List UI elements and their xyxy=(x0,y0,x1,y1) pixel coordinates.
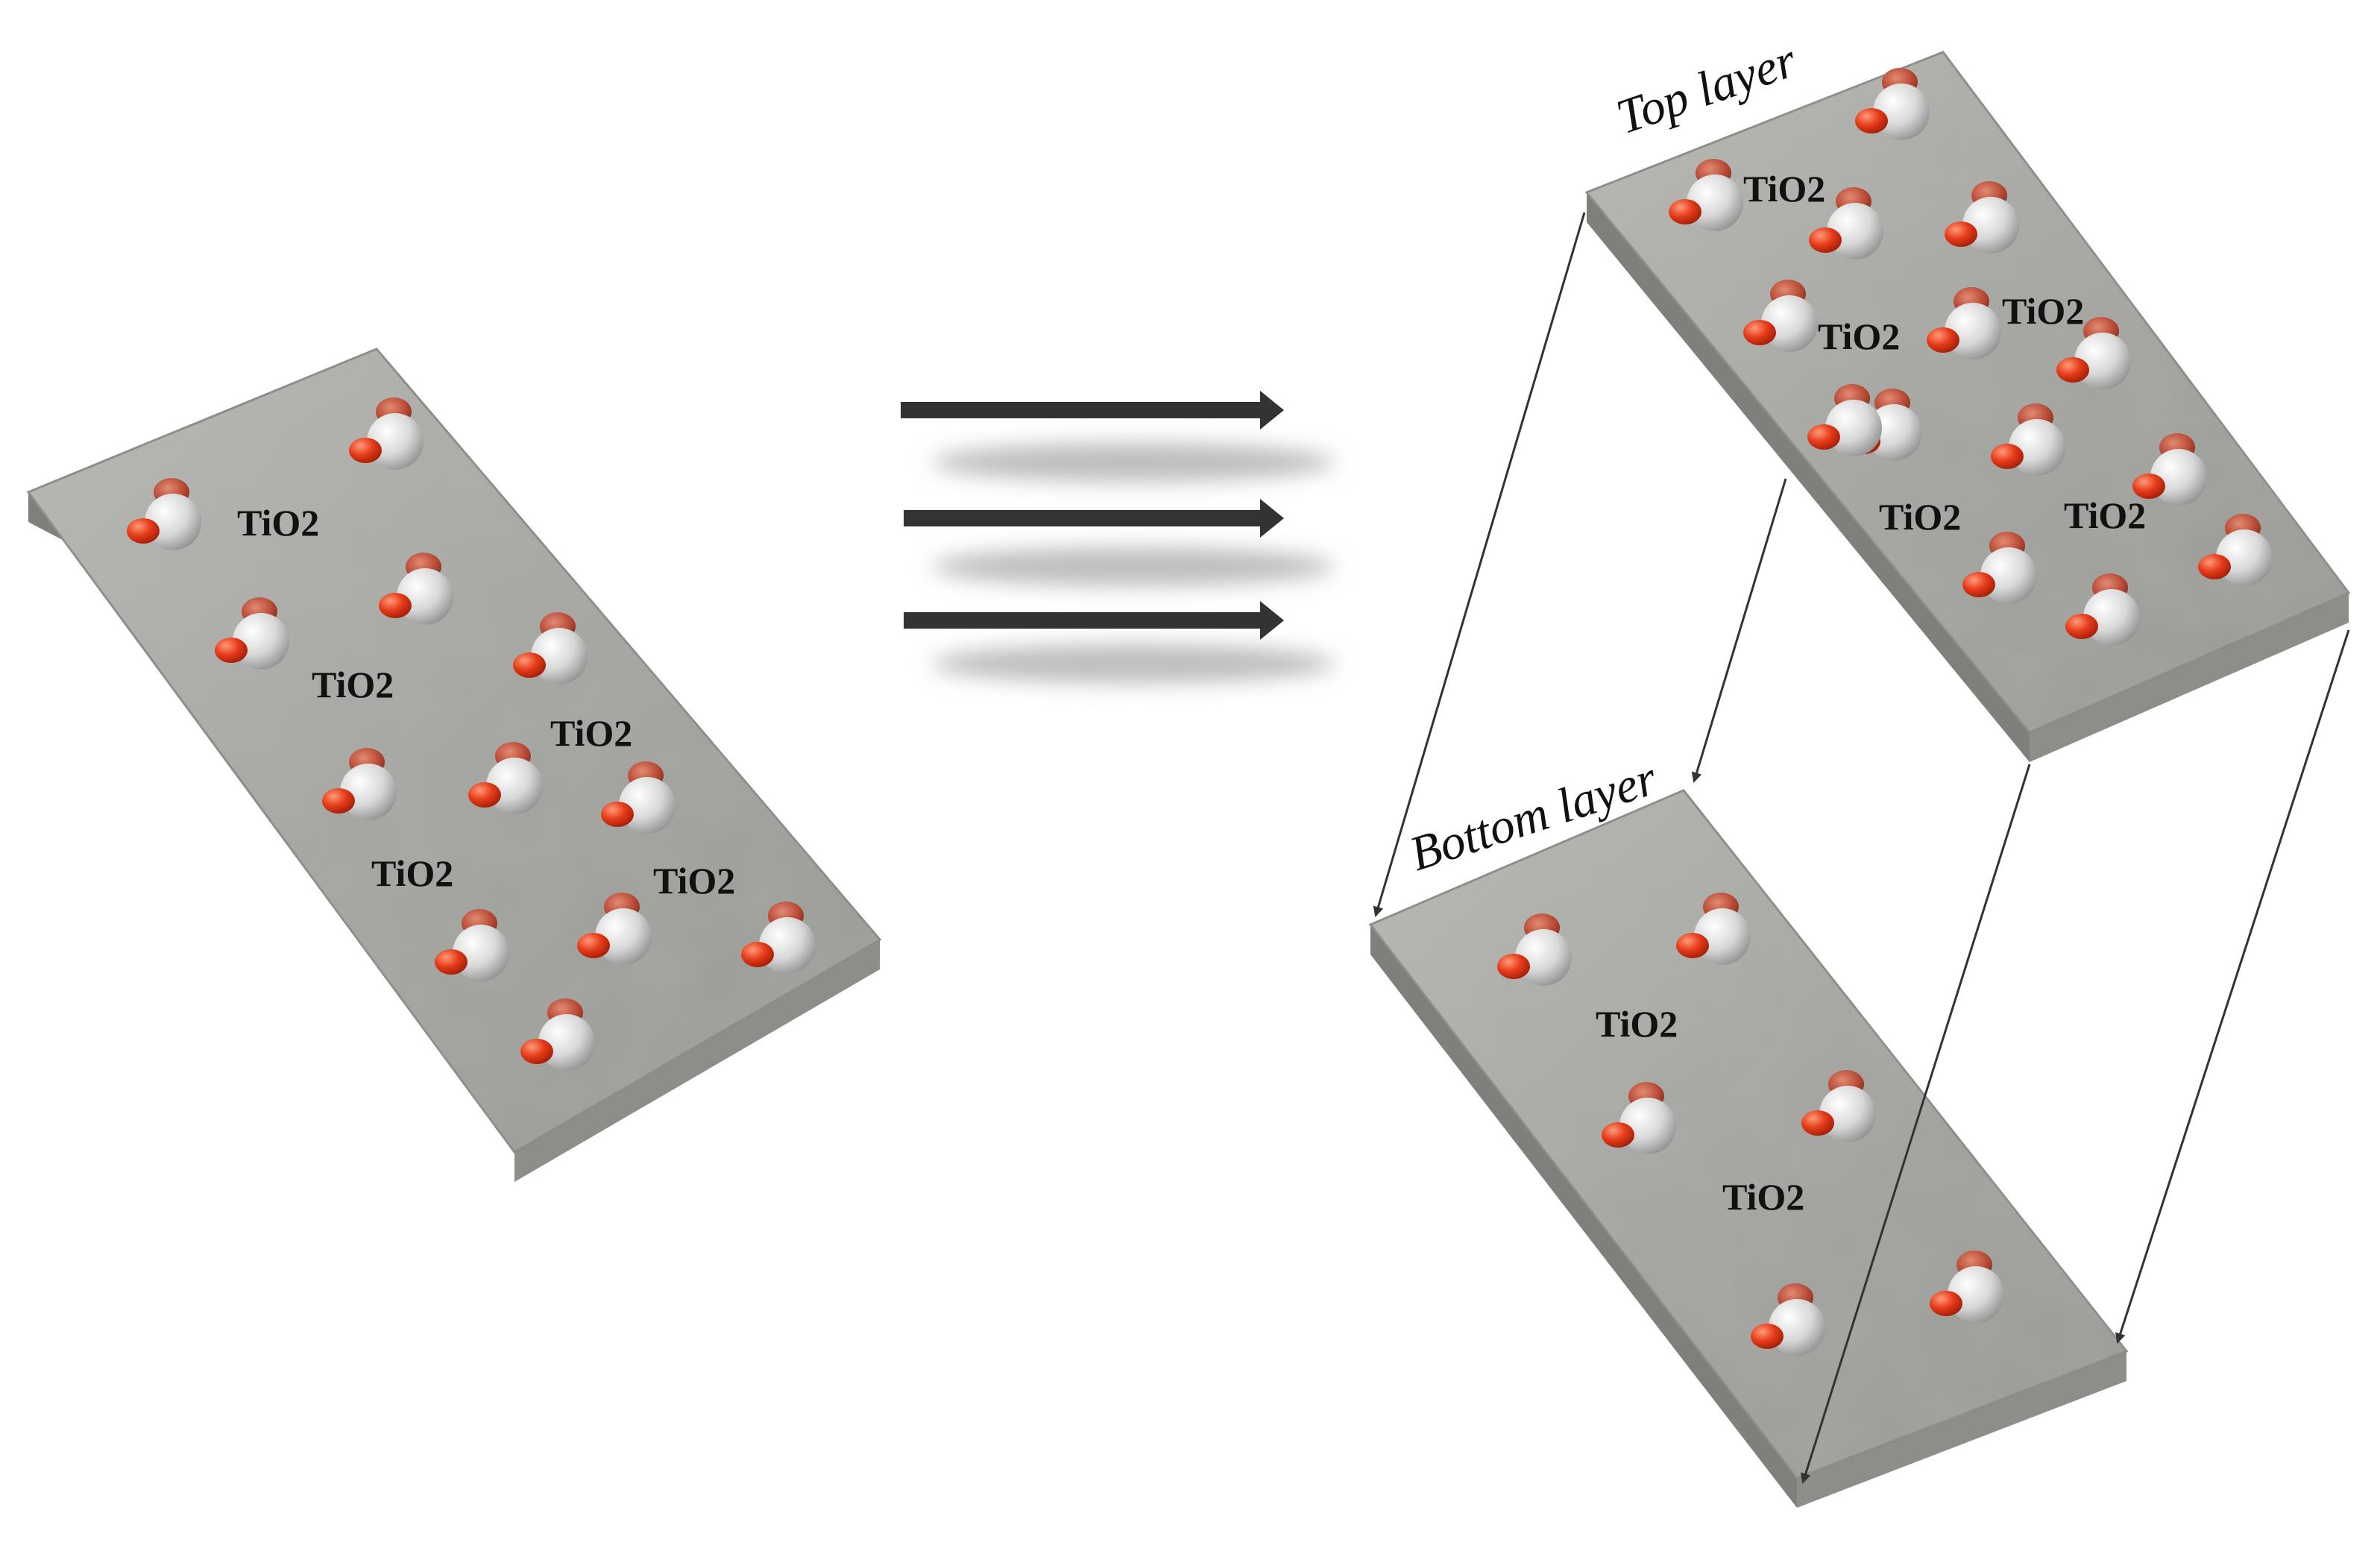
tio2-molecule-icon xyxy=(1497,913,1572,986)
tio2-molecule-icon xyxy=(127,478,201,550)
tio2-molecule-icon xyxy=(1743,280,1818,352)
tio2-label: TiO2 xyxy=(1722,1176,1804,1218)
tio2-label: TiO2 xyxy=(1879,496,1961,538)
tio2-molecule-icon xyxy=(379,553,453,625)
tio2-label: TiO2 xyxy=(371,852,453,894)
tio2-molecule-icon xyxy=(1669,159,1743,231)
tio2-molecule-icon xyxy=(2198,514,2273,586)
tio2-molecule-icon xyxy=(2132,433,2207,506)
tio2-label: TiO2 xyxy=(1743,168,1825,210)
tio2-label: TiO2 xyxy=(550,712,632,754)
tio2-molecule-icon xyxy=(468,742,543,814)
tio2-label: TiO2 xyxy=(2064,494,2146,536)
connector-arrow xyxy=(1691,478,1787,783)
connector-arrow xyxy=(1800,764,2031,1484)
arrow-shadow xyxy=(932,443,1335,482)
tio2-molecule-icon xyxy=(1809,187,1883,259)
tio2-molecule-icon xyxy=(1751,1283,1825,1356)
tio2-molecule-icon xyxy=(577,893,652,965)
left-slab xyxy=(26,347,882,1182)
tio2-molecule-icon xyxy=(322,748,397,820)
tio2-molecule-icon xyxy=(1927,287,2001,359)
tio2-molecule-icon xyxy=(435,909,509,981)
tio2-label: TiO2 xyxy=(2002,290,2084,332)
tio2-molecule-icon xyxy=(2065,573,2140,646)
tio2-molecule-icon xyxy=(513,612,588,685)
top-layer-slab xyxy=(1584,51,2351,762)
tio2-molecule-icon xyxy=(1962,532,2037,604)
arrow-shadow xyxy=(932,547,1335,586)
tio2-molecule-icon xyxy=(601,761,676,834)
tio2-molecule-icon xyxy=(2056,317,2131,389)
compound-labels: TiO2 TiO2 TiO2 TiO2 TiO2 TiO2 TiO2 TiO2 … xyxy=(237,168,2146,1218)
tio2-molecule-icon xyxy=(741,902,816,974)
connector-arrow xyxy=(1373,212,1586,917)
connector-arrow xyxy=(2115,629,2350,1344)
right-arrow-icon xyxy=(901,391,1284,430)
tio2-molecule-icon xyxy=(1602,1082,1676,1154)
tio2-molecule-icon xyxy=(1807,384,1882,456)
molecules xyxy=(127,68,2273,1356)
bottom-layer-slab xyxy=(1368,789,2129,1508)
process-arrows xyxy=(901,391,1335,683)
tio2-molecule-icon xyxy=(1930,1251,2004,1323)
tio2-molecule-icon xyxy=(349,397,424,470)
arrow-shadow xyxy=(932,644,1335,683)
layer-connectors xyxy=(1373,212,2350,1484)
tio2-molecule-icon xyxy=(520,998,595,1071)
right-arrow-icon xyxy=(904,499,1284,538)
tio2-molecule-icon xyxy=(1991,403,2065,476)
tio2-molecule-icon xyxy=(1801,1070,1876,1142)
tio2-molecule-icon xyxy=(1945,181,2019,254)
tio2-molecule-icon xyxy=(1676,893,1751,965)
tio2-label: TiO2 xyxy=(1596,1003,1678,1045)
tio2-label: TiO2 xyxy=(237,502,319,544)
right-arrow-icon xyxy=(904,601,1284,640)
tio2-label: TiO2 xyxy=(1818,315,1900,357)
tio2-molecule-icon xyxy=(215,597,289,670)
tio2-molecule-icon xyxy=(1855,68,1930,140)
tio2-label: TiO2 xyxy=(312,664,394,705)
tio2-label: TiO2 xyxy=(653,860,735,902)
